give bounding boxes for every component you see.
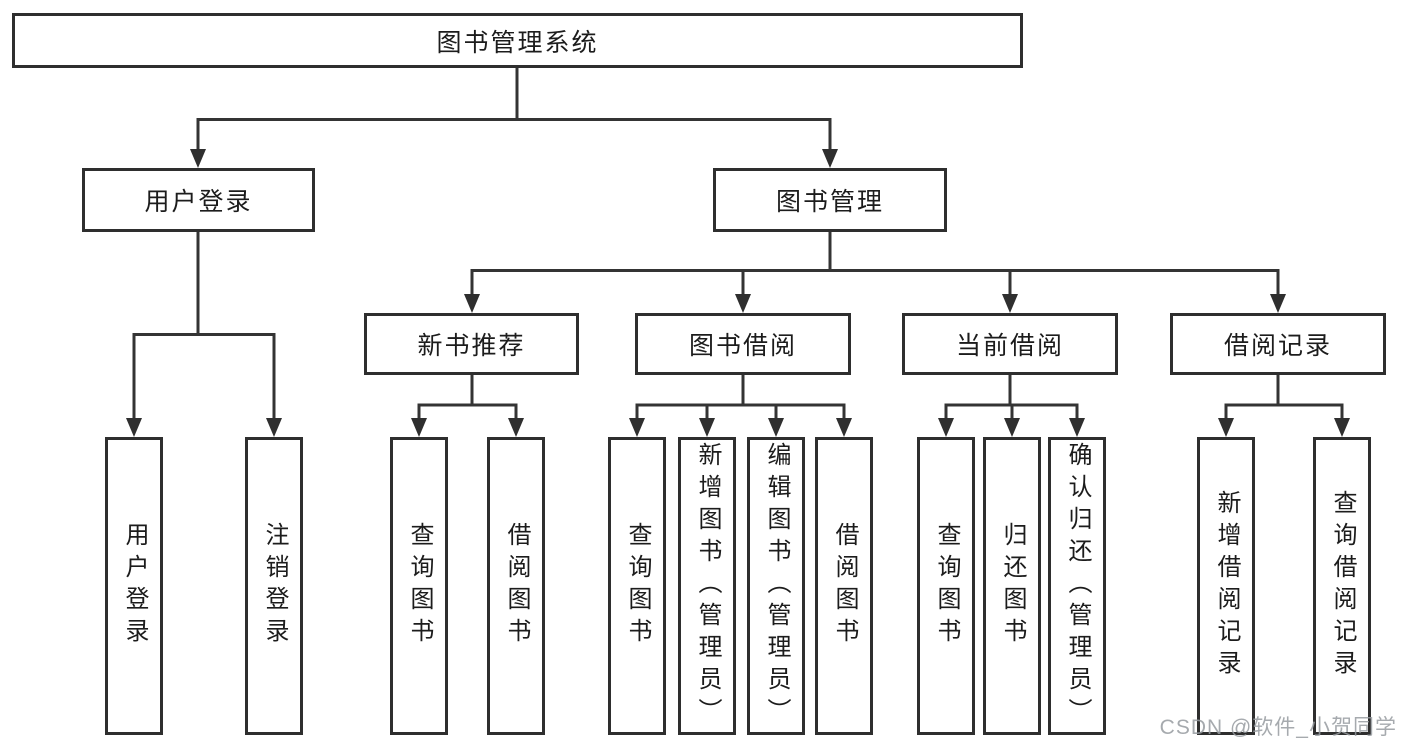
leaf-user-login-label: 用户登录 [121,522,148,650]
leaf-return-book: 归还图书 [983,437,1041,735]
leaf-query-books-recommend-label: 查询图书 [406,522,433,650]
leaf-borrow-books-recommend-label: 借阅图书 [503,522,530,650]
connector-path [132,68,1344,420]
leaf-query-books-borrow-label: 查询图书 [624,522,651,650]
leaf-edit-book-admin-label: 编辑图书（管理员） [763,442,790,730]
node-current-borrow: 当前借阅 [902,313,1118,375]
leaf-confirm-return-admin-label: 确认归还（管理员） [1064,442,1091,730]
node-root: 图书管理系统 [12,13,1023,68]
leaf-add-book-admin-label: 新增图书（管理员） [694,442,721,730]
node-book-borrow: 图书借阅 [635,313,851,375]
leaf-borrow-books-recommend: 借阅图书 [487,437,545,735]
leaf-user-login: 用户登录 [105,437,163,735]
leaf-query-borrow-record-label: 查询借阅记录 [1329,490,1356,682]
node-new-book-recommend: 新书推荐 [364,313,579,375]
leaf-edit-book-admin: 编辑图书（管理员） [747,437,805,735]
leaf-logout: 注销登录 [245,437,303,735]
leaf-query-borrow-record: 查询借阅记录 [1313,437,1371,735]
node-book-management: 图书管理 [713,168,947,232]
leaf-add-borrow-record: 新增借阅记录 [1197,437,1255,735]
leaf-borrow-books-label: 借阅图书 [831,522,858,650]
leaf-query-books-recommend: 查询图书 [390,437,448,735]
leaf-add-book-admin: 新增图书（管理员） [678,437,736,735]
leaf-add-borrow-record-label: 新增借阅记录 [1213,490,1240,682]
leaf-query-books-current: 查询图书 [917,437,975,735]
leaf-logout-label: 注销登录 [261,522,288,650]
node-user-login: 用户登录 [82,168,315,232]
leaf-query-books-current-label: 查询图书 [933,522,960,650]
leaf-query-books-borrow: 查询图书 [608,437,666,735]
leaf-confirm-return-admin: 确认归还（管理员） [1048,437,1106,735]
node-borrow-records: 借阅记录 [1170,313,1386,375]
leaf-return-book-label: 归还图书 [999,522,1026,650]
leaf-borrow-books: 借阅图书 [815,437,873,735]
